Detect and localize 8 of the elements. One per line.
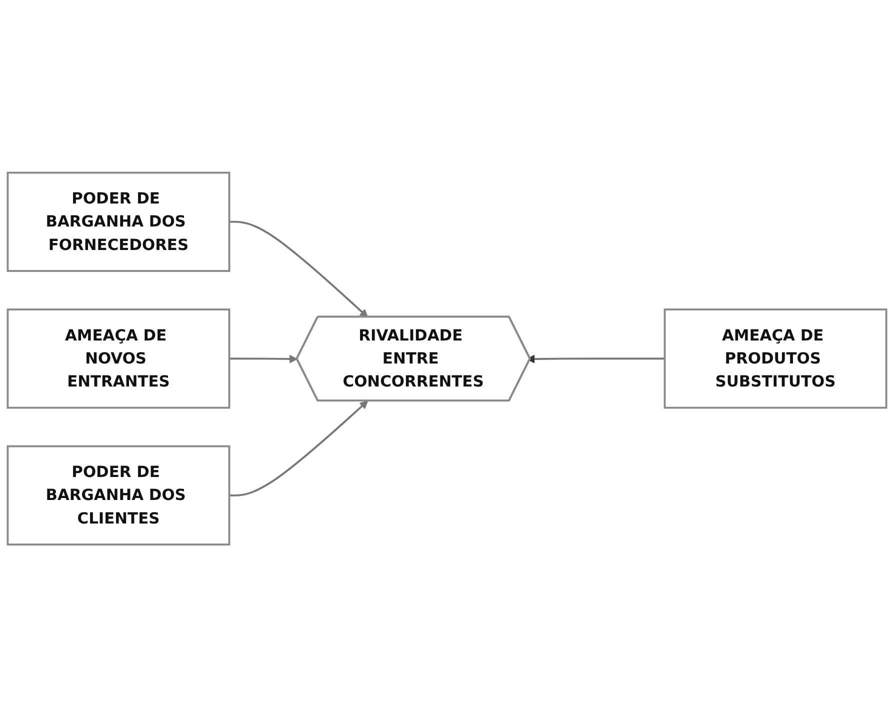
- arrow: [229, 354, 298, 364]
- arrow: [229, 220, 368, 318]
- arrow: [229, 400, 368, 496]
- force-box: PODER DE BARGANHA DOS CLIENTES: [6, 445, 230, 546]
- force-box: AMEAÇA DE PRODUTOS SUBSTITUTOS: [664, 308, 888, 409]
- force-box: PODER DE BARGANHA DOS FORNECEDORES: [6, 172, 230, 272]
- force-box: AMEAÇA DE NOVOS ENTRANTES: [6, 308, 230, 409]
- force-box: RIVALIDADE ENTRE CONCORRENTES: [296, 316, 531, 402]
